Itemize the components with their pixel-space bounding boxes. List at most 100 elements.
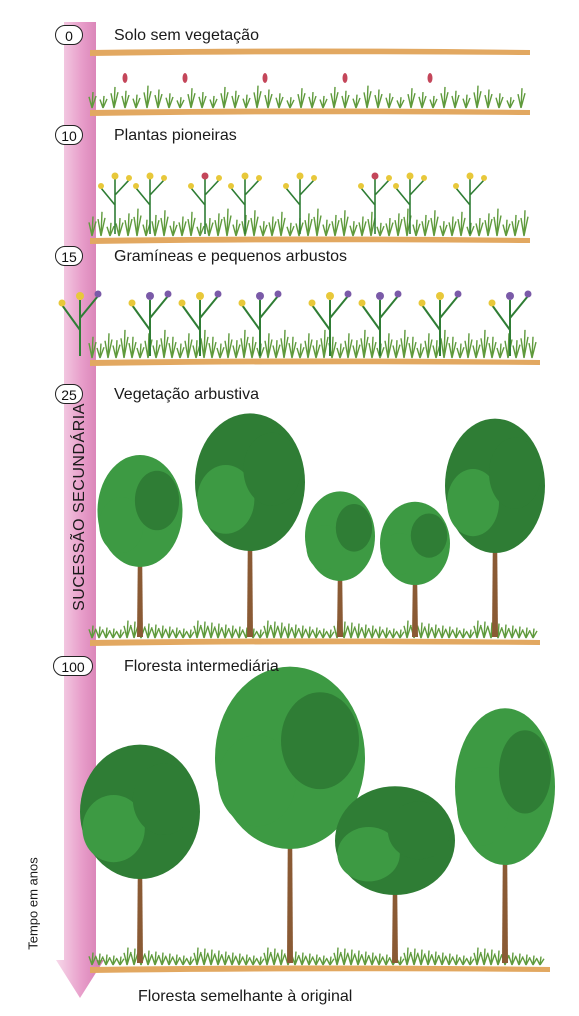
grass-tuft — [105, 333, 112, 358]
tree-crown-lobe — [243, 433, 300, 506]
grass-tuft — [413, 220, 420, 236]
grass-tuft — [236, 954, 243, 965]
grass-tuft — [265, 89, 272, 108]
grass-tuft — [201, 949, 208, 965]
grass-tuft — [306, 627, 313, 638]
grass-tuft — [166, 627, 173, 638]
grass-tuft — [121, 330, 128, 358]
tree-crown-lobe — [489, 438, 541, 509]
grass-row — [89, 86, 525, 108]
flower — [467, 173, 474, 180]
small-shrub — [309, 291, 352, 357]
tree — [305, 491, 375, 637]
grass-tuft — [131, 622, 138, 638]
grass-tuft — [320, 956, 327, 965]
ground-strip — [90, 639, 540, 647]
grass-tuft — [521, 210, 528, 236]
grass-tuft — [453, 955, 460, 965]
grass-tuft — [513, 340, 520, 358]
grass-tuft — [113, 340, 120, 358]
year-badge-100: 100 — [53, 656, 93, 676]
grass-tuft — [199, 92, 206, 108]
grass-tuft — [361, 330, 368, 358]
tree-crown-lobe — [336, 504, 372, 552]
grass-tuft — [348, 950, 355, 965]
grass-tuft — [449, 217, 456, 236]
tree — [455, 708, 555, 963]
grass-tuft — [327, 957, 334, 965]
tree-crown-lobe — [281, 692, 359, 789]
grass-tuft — [425, 951, 432, 965]
tree — [98, 455, 183, 637]
grass-tuft — [425, 624, 432, 638]
grass-tuft — [299, 953, 306, 965]
flower — [453, 183, 459, 189]
grass-tuft — [474, 948, 481, 965]
ground-strip — [90, 359, 540, 367]
flower — [455, 291, 462, 298]
grass-tuft — [281, 330, 288, 358]
grass-tuft — [188, 212, 195, 236]
grass-tuft — [485, 89, 492, 108]
flower — [146, 292, 154, 300]
grass-tuft — [166, 93, 173, 108]
grass-tuft — [98, 212, 105, 236]
grass-tuft — [523, 628, 530, 638]
tree — [195, 413, 305, 637]
grass-tuft — [481, 949, 488, 965]
grass-tuft — [518, 88, 525, 108]
grass-tuft — [292, 625, 299, 638]
grass-tuft — [197, 223, 204, 236]
grass-tuft — [345, 333, 352, 358]
grass-tuft — [467, 957, 474, 965]
flower — [133, 183, 139, 189]
grass-tuft — [125, 213, 132, 236]
grass-tuft — [285, 624, 292, 638]
grass-tuft — [465, 333, 472, 358]
grass-tuft — [254, 86, 261, 108]
grass-tuft — [243, 955, 250, 965]
grass-tuft — [369, 626, 376, 638]
grass-tuft — [485, 213, 492, 236]
plants-layer — [59, 73, 556, 965]
flower — [297, 173, 304, 180]
grass-tuft — [404, 948, 411, 965]
grass-tuft — [397, 957, 404, 965]
grass-tuft — [309, 92, 316, 108]
grass-tuft — [276, 93, 283, 108]
grass-tuft — [364, 86, 371, 108]
grass-tuft — [210, 96, 217, 108]
grass-tuft — [133, 95, 140, 108]
grass-tuft — [152, 952, 159, 965]
grass-tuft — [341, 210, 348, 236]
grass-tuft — [460, 629, 467, 638]
grass-row — [89, 621, 537, 638]
grass-tuft — [503, 220, 510, 236]
grass-tuft — [208, 623, 215, 638]
grass-row — [89, 330, 536, 358]
grass-tuft — [530, 629, 537, 638]
grass-tuft — [488, 950, 495, 965]
grass-tuft — [152, 625, 159, 638]
flower — [239, 300, 246, 307]
grass-tuft — [185, 333, 192, 358]
flower — [256, 292, 264, 300]
flower — [407, 173, 414, 180]
grass-tuft — [507, 97, 514, 108]
flower — [358, 183, 364, 189]
flower — [359, 300, 366, 307]
grass-tuft — [320, 629, 327, 638]
grass-tuft — [111, 87, 118, 108]
grass-tuft — [152, 215, 159, 236]
flower — [326, 292, 334, 300]
grass-tuft — [422, 215, 429, 236]
grass-tuft — [386, 93, 393, 108]
flower — [395, 291, 402, 298]
grass-tuft — [269, 217, 276, 236]
grass-tuft — [298, 88, 305, 108]
grass-tuft — [433, 340, 440, 358]
grass-tuft — [425, 333, 432, 358]
grass-tuft — [408, 88, 415, 108]
flower — [376, 292, 384, 300]
grass-tuft — [441, 87, 448, 108]
